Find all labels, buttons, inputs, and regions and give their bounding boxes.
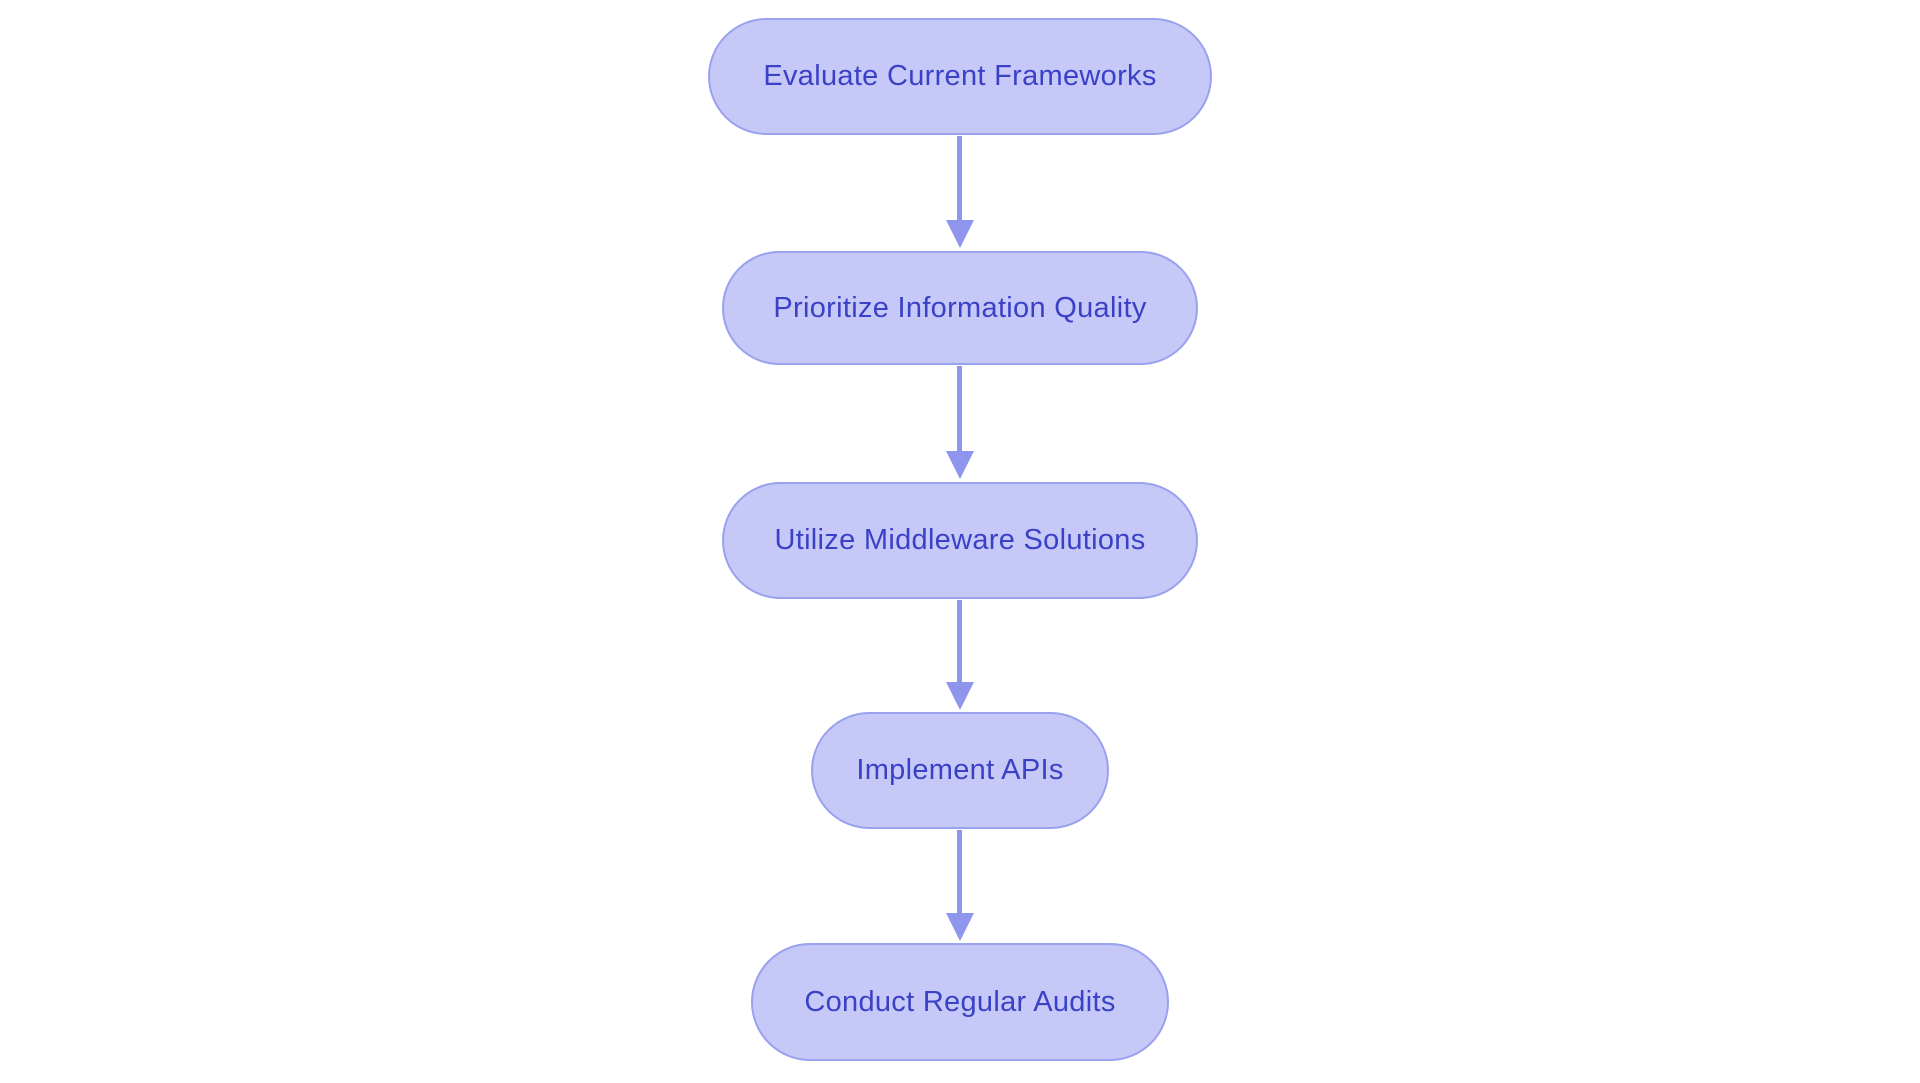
- arrow-line: [957, 830, 962, 915]
- arrow-line: [957, 600, 962, 684]
- flow-node-label: Conduct Regular Audits: [804, 985, 1116, 1018]
- arrow-down-icon: [946, 682, 974, 710]
- arrow-down-icon: [946, 913, 974, 941]
- arrow-down-icon: [946, 220, 974, 248]
- flow-node-evaluate-current-frameworks: Evaluate Current Frameworks: [708, 18, 1212, 135]
- arrow-line: [957, 136, 962, 222]
- flow-node-label: Prioritize Information Quality: [773, 291, 1147, 324]
- flow-node-utilize-middleware-solutions: Utilize Middleware Solutions: [722, 482, 1198, 599]
- flow-node-label: Implement APIs: [856, 754, 1064, 786]
- flow-node-conduct-regular-audits: Conduct Regular Audits: [751, 943, 1169, 1061]
- flow-node-label: Utilize Middleware Solutions: [774, 524, 1146, 556]
- arrow-line: [957, 366, 962, 453]
- flow-node-implement-apis: Implement APIs: [811, 712, 1109, 829]
- flow-node-label: Evaluate Current Frameworks: [763, 60, 1157, 92]
- flow-node-prioritize-information-quality: Prioritize Information Quality: [722, 251, 1198, 365]
- arrow-down-icon: [946, 451, 974, 479]
